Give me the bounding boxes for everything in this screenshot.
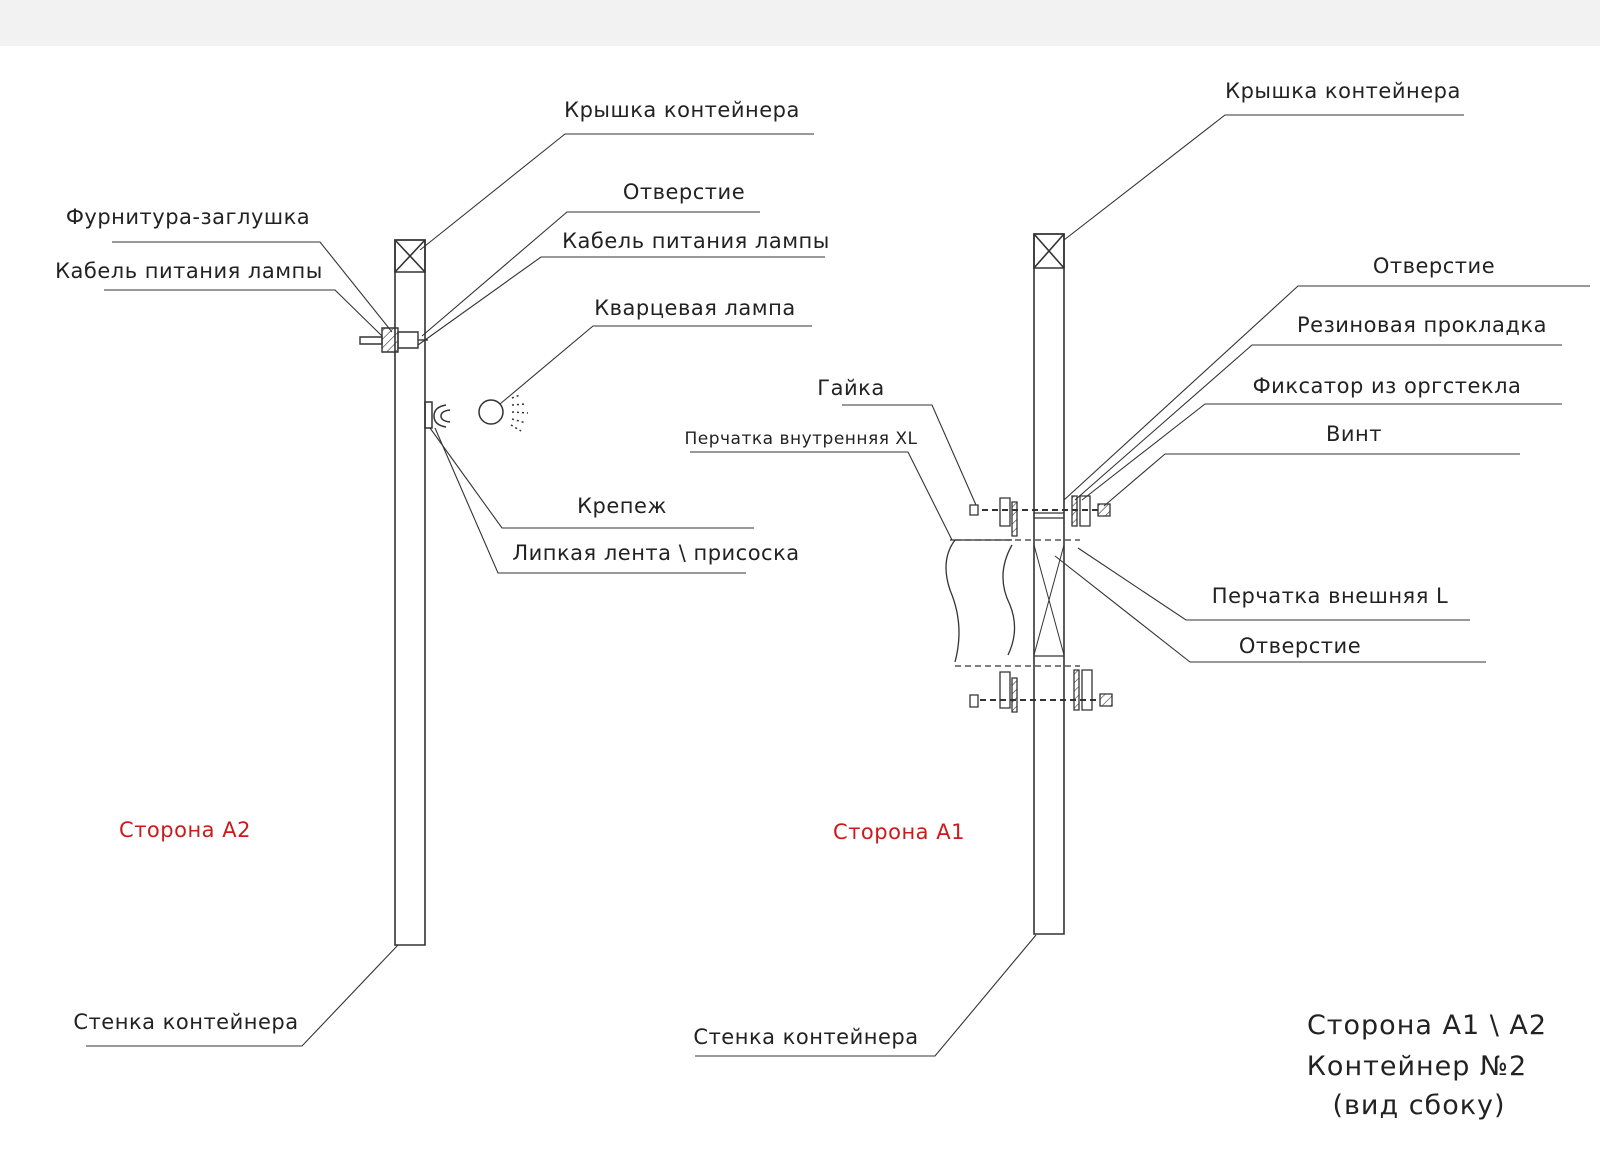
title-line-3: (вид сбоку) bbox=[1332, 1090, 1506, 1121]
left-cable-label-left: Кабель питания лампы bbox=[55, 259, 323, 283]
left-leader-lines bbox=[86, 134, 825, 1046]
right-side-label: Сторона А1 bbox=[833, 820, 965, 844]
title-line-2: Контейнер №2 bbox=[1306, 1051, 1528, 1082]
left-lamp-label: Кварцевая лампа bbox=[594, 296, 796, 320]
right-leader-lines bbox=[690, 115, 1590, 1056]
right-wall bbox=[1034, 234, 1064, 934]
right-screw-label: Винт bbox=[1325, 422, 1383, 446]
left-lamp-assembly bbox=[425, 395, 528, 431]
left-cap-fitting bbox=[360, 328, 428, 352]
right-fixator-label: Фиксатор из оргстекла bbox=[1252, 374, 1522, 398]
right-lower-port bbox=[955, 656, 1112, 712]
scan-top-band bbox=[0, 0, 1600, 46]
left-cable-label-right: Кабель питания лампы bbox=[562, 229, 830, 253]
left-tape-label: Липкая лента \ присоска bbox=[512, 541, 800, 565]
right-lid-label: Крышка контейнера bbox=[1225, 79, 1461, 103]
left-mount-label: Крепеж bbox=[577, 494, 667, 518]
left-lid-label: Крышка контейнера bbox=[564, 98, 800, 122]
left-side-label: Сторона А2 bbox=[119, 818, 251, 842]
left-wall bbox=[395, 240, 425, 945]
right-gasket-label: Резиновая прокладка bbox=[1297, 313, 1547, 337]
right-glove bbox=[946, 540, 1015, 662]
right-wall-label: Стенка контейнера bbox=[693, 1025, 919, 1049]
right-hole-label-top: Отверстие bbox=[1372, 254, 1496, 278]
left-hole-label: Отверстие bbox=[622, 180, 746, 204]
right-inner-glove-label: Перчатка внутренняя XL bbox=[684, 429, 918, 449]
right-upper-port bbox=[955, 496, 1110, 540]
right-outer-glove-label: Перчатка внешняя L bbox=[1211, 584, 1449, 608]
right-hole-label-bottom: Отверстие bbox=[1238, 634, 1362, 658]
title-line-1: Сторона А1 \ А2 bbox=[1306, 1010, 1548, 1041]
right-nut-label: Гайка bbox=[817, 376, 885, 400]
left-cap-label: Фурнитура-заглушка bbox=[65, 205, 311, 229]
left-wall-label: Стенка контейнера bbox=[73, 1010, 299, 1034]
